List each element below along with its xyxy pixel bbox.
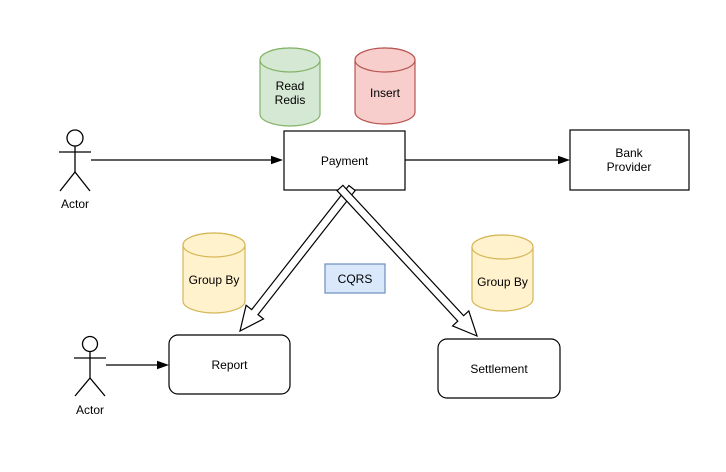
- arrow-payment-to-bank-provider: [405, 155, 570, 165]
- block-arrow-payment-to-report: [239, 184, 357, 333]
- cqrs-box: [324, 263, 386, 294]
- report-label: Report: [211, 357, 248, 372]
- payment-box: [283, 130, 406, 191]
- arrow-actor-to-report: [106, 360, 169, 370]
- group-by-left-label: Group By: [188, 273, 240, 287]
- arrowhead: [271, 155, 283, 165]
- settlement-label: Settlement: [470, 361, 528, 376]
- group-by-right-label: Group By: [477, 275, 528, 289]
- settlement-box: [437, 338, 561, 399]
- cqrs-label: CQRS: [337, 271, 373, 286]
- arrowhead: [157, 360, 169, 370]
- actor-top-label: Actor: [60, 196, 89, 211]
- actor-bottom-label: Actor: [75, 402, 104, 417]
- report-box: [168, 334, 291, 395]
- insert-cylinder: [354, 47, 416, 125]
- insert-label: Insert: [369, 86, 400, 100]
- payment-label: Payment: [320, 153, 369, 168]
- actor-bottom-figure: [74, 335, 106, 397]
- arrowhead: [558, 155, 570, 165]
- actor-top-figure: [59, 129, 91, 192]
- block-arrow-payment-to-settlement: [336, 184, 478, 338]
- bank-provider-label: Bank Provider: [606, 146, 652, 174]
- read-redis-cylinder: [259, 47, 321, 127]
- group-by-left-cylinder: [182, 232, 246, 314]
- bank-provider-box: [569, 129, 690, 191]
- read-redis-label: Read Redis: [274, 79, 306, 107]
- arrow-actor-to-payment: [91, 155, 283, 165]
- group-by-right-cylinder: [471, 234, 534, 312]
